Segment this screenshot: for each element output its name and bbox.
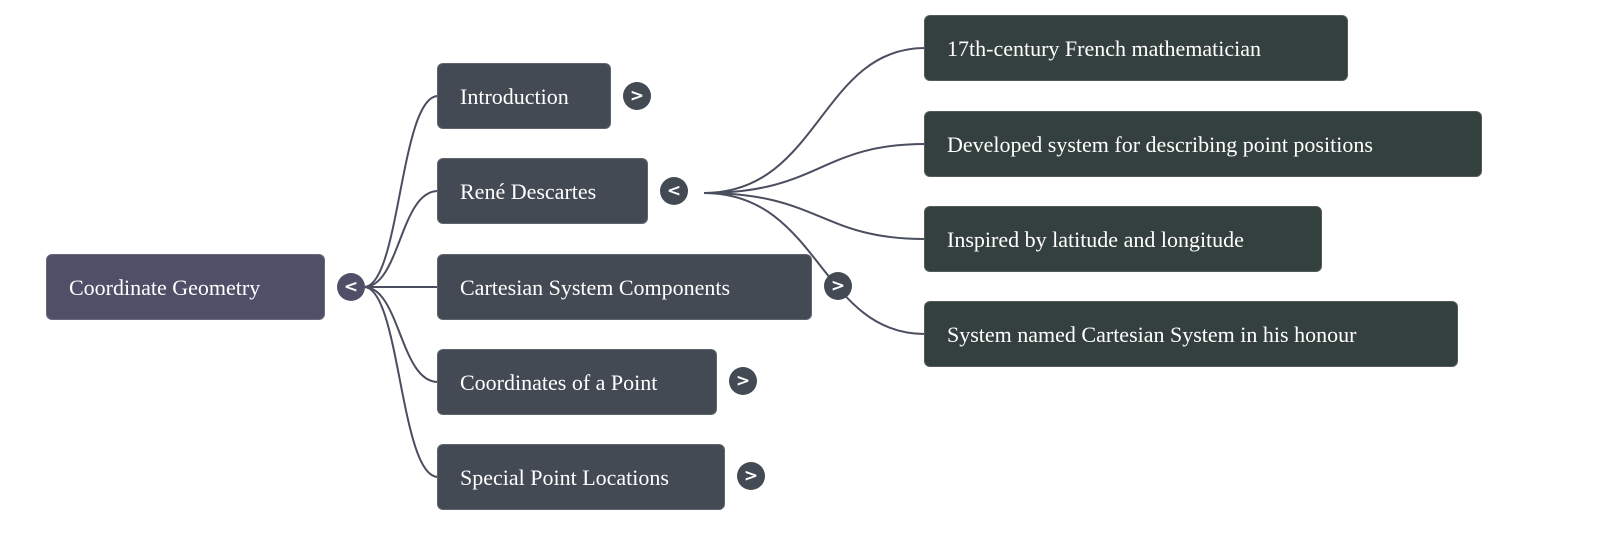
node-fact-named-in-honour[interactable]: System named Cartesian System in his hon… — [924, 301, 1458, 367]
node-rene-descartes[interactable]: René Descartes — [437, 158, 648, 224]
edge-descartes-fact-3 — [703, 192, 926, 240]
node-label: Developed system for describing point po… — [947, 132, 1373, 157]
edge-descartes-fact-2 — [703, 143, 926, 194]
node-label: System named Cartesian System in his hon… — [947, 322, 1357, 347]
node-label: René Descartes — [460, 179, 597, 204]
chevron-right-icon: > — [629, 86, 645, 106]
edge-root-introduction — [363, 95, 439, 288]
edge-root-descartes — [363, 190, 439, 288]
node-fact-latitude-longitude[interactable]: Inspired by latitude and longitude — [924, 206, 1322, 272]
node-label: Special Point Locations — [460, 465, 669, 490]
expand-introduction-toggle[interactable]: > — [623, 82, 651, 110]
node-cartesian-system-components[interactable]: Cartesian System Components — [437, 254, 812, 320]
edge-root-coordinates — [363, 286, 439, 383]
node-coordinates-of-a-point[interactable]: Coordinates of a Point — [437, 349, 717, 415]
collapse-root-toggle[interactable]: < — [337, 273, 365, 301]
node-fact-french-mathematician[interactable]: 17th-century French mathematician — [924, 15, 1348, 81]
node-introduction[interactable]: Introduction — [437, 63, 611, 129]
edge-descartes-fact-4 — [703, 192, 926, 335]
node-label: 17th-century French mathematician — [947, 36, 1261, 61]
chevron-right-icon: > — [830, 276, 846, 296]
expand-cartesian-toggle[interactable]: > — [824, 272, 852, 300]
node-label: Cartesian System Components — [460, 275, 731, 300]
chevron-left-icon: < — [343, 277, 359, 297]
root-node-label: Coordinate Geometry — [69, 275, 261, 300]
collapse-descartes-toggle[interactable]: < — [660, 177, 688, 205]
edge-descartes-fact-1 — [703, 47, 926, 194]
edge-root-special — [363, 286, 439, 478]
node-label: Introduction — [460, 84, 569, 109]
root-node[interactable]: Coordinate Geometry — [46, 254, 325, 320]
node-fact-developed-system[interactable]: Developed system for describing point po… — [924, 111, 1482, 177]
chevron-right-icon: > — [735, 371, 751, 391]
chevron-right-icon: > — [743, 466, 759, 486]
node-special-point-locations[interactable]: Special Point Locations — [437, 444, 725, 510]
expand-coordinates-toggle[interactable]: > — [729, 367, 757, 395]
node-label: Inspired by latitude and longitude — [947, 227, 1244, 252]
node-label: Coordinates of a Point — [460, 370, 658, 395]
expand-special-toggle[interactable]: > — [737, 462, 765, 490]
chevron-left-icon: < — [666, 181, 682, 201]
